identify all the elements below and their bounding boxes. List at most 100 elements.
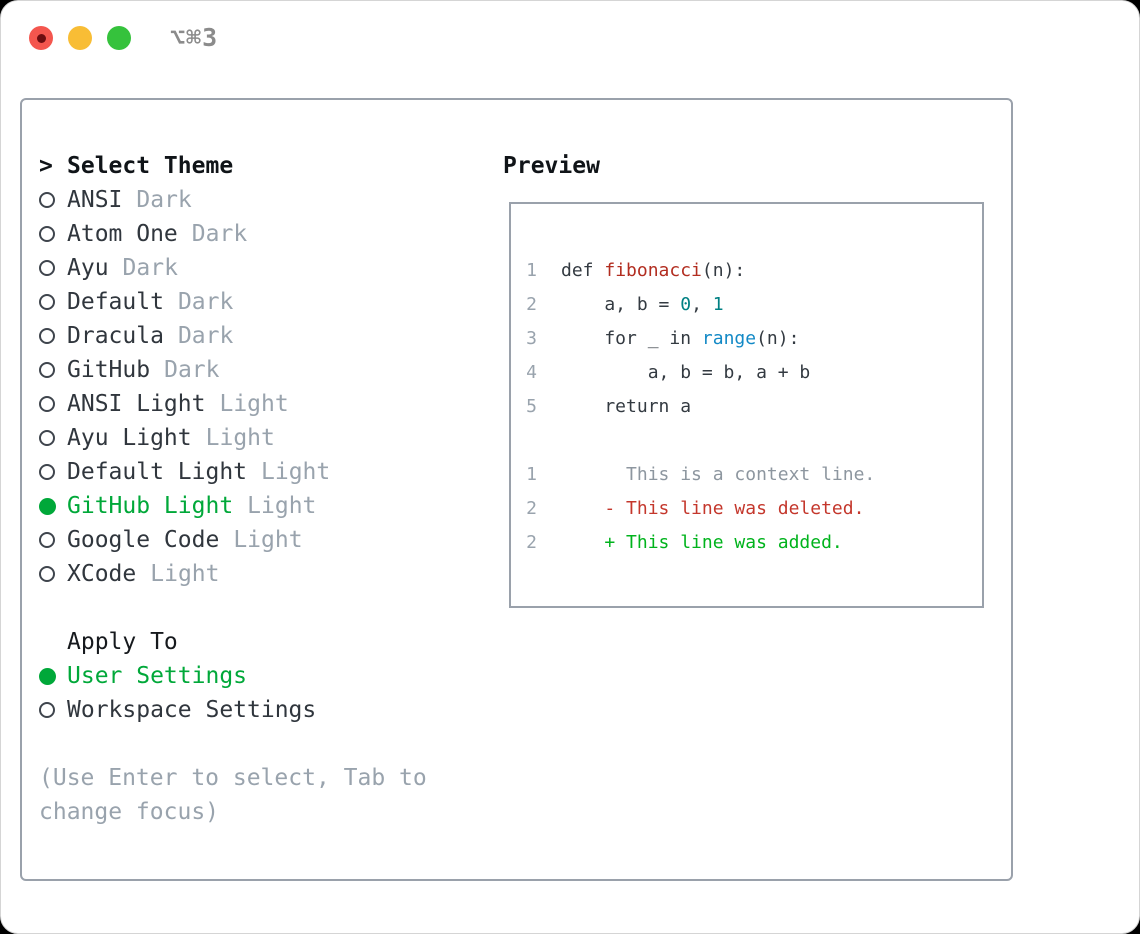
theme-option-google-code[interactable]: Google Code Light	[39, 523, 501, 557]
radio-icon	[39, 532, 55, 548]
theme-variant-label: Light	[205, 425, 275, 451]
code-text: a, b = 0, 1	[561, 288, 724, 322]
zoom-button[interactable]	[107, 26, 131, 50]
radio-icon	[39, 430, 55, 446]
code-segment-plain: a, b = b, a + b	[561, 362, 811, 383]
theme-name: ANSI Light	[67, 391, 206, 417]
code-line: 2 - This line was deleted.	[525, 492, 982, 526]
apply-to-option-label: User Settings	[67, 663, 248, 689]
theme-name: Default Light	[67, 459, 248, 485]
code-text: a, b = b, a + b	[561, 356, 811, 390]
theme-option-default-light[interactable]: Default Light Light	[39, 455, 501, 489]
code-segment-plain: a, b =	[561, 294, 681, 315]
code-text: return a	[561, 390, 691, 424]
spacer	[39, 591, 501, 625]
theme-variant-label: Light	[261, 459, 331, 485]
theme-option-dracula[interactable]: Dracula Dark	[39, 319, 501, 353]
theme-name: Atom One	[67, 221, 178, 247]
line-number: 5	[526, 396, 537, 417]
select-theme-header: > Select Theme	[39, 149, 501, 183]
apply-to-option-user-settings[interactable]: User Settings	[39, 659, 501, 693]
line-number: 4	[526, 362, 537, 383]
code-text: def fibonacci(n):	[561, 254, 745, 288]
titlebar: ⌥⌘3	[29, 23, 219, 52]
theme-selector-column: > Select Theme ANSI Dark Atom One Dark A…	[39, 149, 501, 829]
window-title: ⌥⌘3	[170, 23, 219, 52]
theme-variant-label: Light	[233, 527, 303, 553]
theme-option-xcode[interactable]: XCode Light	[39, 557, 501, 591]
radio-icon	[39, 396, 55, 412]
theme-variant-label: Light	[219, 391, 289, 417]
code-line: 1 This is a context line.	[525, 458, 982, 492]
code-text: This is a context line.	[561, 458, 875, 492]
radio-icon	[39, 362, 55, 378]
theme-name: GitHub	[67, 357, 151, 383]
theme-variant-label: Dark	[177, 323, 234, 349]
theme-option-ayu[interactable]: Ayu Dark	[39, 251, 501, 285]
unsaved-indicator-dot	[36, 33, 46, 43]
code-segment-added: + This line was added.	[561, 532, 843, 553]
theme-option-github[interactable]: GitHub Dark	[39, 353, 501, 387]
theme-name: Ayu	[67, 255, 109, 281]
theme-variant-label: Dark	[164, 357, 220, 383]
radio-icon	[39, 328, 55, 344]
code-text: + This line was added.	[561, 526, 843, 560]
theme-option-ayu-light[interactable]: Ayu Light Light	[39, 421, 501, 455]
radio-icon	[39, 260, 55, 276]
code-segment-function: fibonacci	[604, 260, 702, 281]
code-line: 3 for _ in range(n):	[525, 322, 982, 356]
minimize-button[interactable]	[68, 26, 92, 50]
line-number: 1	[526, 464, 537, 485]
code-segment-plain: (n):	[701, 260, 746, 281]
code-line: 1 def fibonacci(n):	[525, 254, 982, 288]
theme-variant-label: Light	[247, 493, 317, 519]
close-button[interactable]	[29, 26, 53, 50]
radio-icon	[39, 566, 55, 582]
theme-variant-label: Dark	[177, 289, 234, 315]
code-line: 5 return a	[525, 390, 982, 424]
theme-option-atom-one[interactable]: Atom One Dark	[39, 217, 501, 251]
theme-variant-label: Dark	[122, 255, 178, 281]
theme-variant-label: Dark	[191, 221, 248, 247]
code-segment-plain: (n):	[756, 328, 800, 349]
theme-name: XCode	[67, 561, 137, 587]
line-number: 2	[526, 498, 537, 519]
apply-to-header: Apply To	[39, 625, 501, 659]
code-segment-number: 1	[712, 294, 724, 315]
theme-name: ANSI	[67, 187, 123, 213]
code-line: 2 a, b = 0, 1	[525, 288, 982, 322]
code-line: 2 + This line was added.	[525, 526, 982, 560]
preview-box: 1 def fibonacci(n): 2 a, b = 0, 1 3 for …	[509, 202, 984, 608]
theme-option-default[interactable]: Default Dark	[39, 285, 501, 319]
theme-name: Ayu Light	[67, 425, 192, 451]
apply-to-option-workspace-settings[interactable]: Workspace Settings	[39, 693, 501, 727]
radio-icon	[39, 294, 55, 310]
apply-to-title: Apply To	[67, 629, 178, 655]
theme-option-github-light[interactable]: GitHub Light Light	[39, 489, 501, 523]
radio-icon	[39, 226, 55, 242]
line-number: 1	[526, 260, 537, 281]
line-number: 3	[526, 328, 537, 349]
code-segment-plain: return a	[561, 396, 692, 417]
theme-option-ansi[interactable]: ANSI Dark	[39, 183, 501, 217]
apply-to-list: User Settings Workspace Settings	[39, 659, 501, 727]
code-text: for _ in range(n):	[561, 322, 799, 356]
code-segment-deleted: - This line was deleted.	[561, 498, 865, 519]
code-line: 4 a, b = b, a + b	[525, 356, 982, 390]
main-panel: > Select Theme ANSI Dark Atom One Dark A…	[20, 98, 1013, 881]
spacer	[39, 727, 501, 761]
theme-name: Google Code	[67, 527, 220, 553]
code-segment-context: This is a context line.	[561, 464, 876, 485]
theme-variant-label: Dark	[136, 187, 192, 213]
code-segment-plain: for _ in	[561, 328, 702, 349]
theme-name: Default	[67, 289, 164, 315]
theme-variant-label: Light	[150, 561, 220, 587]
radio-icon	[39, 192, 55, 208]
radio-selected-icon	[39, 497, 56, 515]
select-theme-title: Select Theme	[67, 153, 234, 179]
code-segment-plain: def	[561, 260, 605, 281]
theme-option-ansi-light[interactable]: ANSI Light Light	[39, 387, 501, 421]
theme-name: GitHub Light	[67, 493, 234, 519]
code-segment-plain: ,	[691, 294, 713, 315]
